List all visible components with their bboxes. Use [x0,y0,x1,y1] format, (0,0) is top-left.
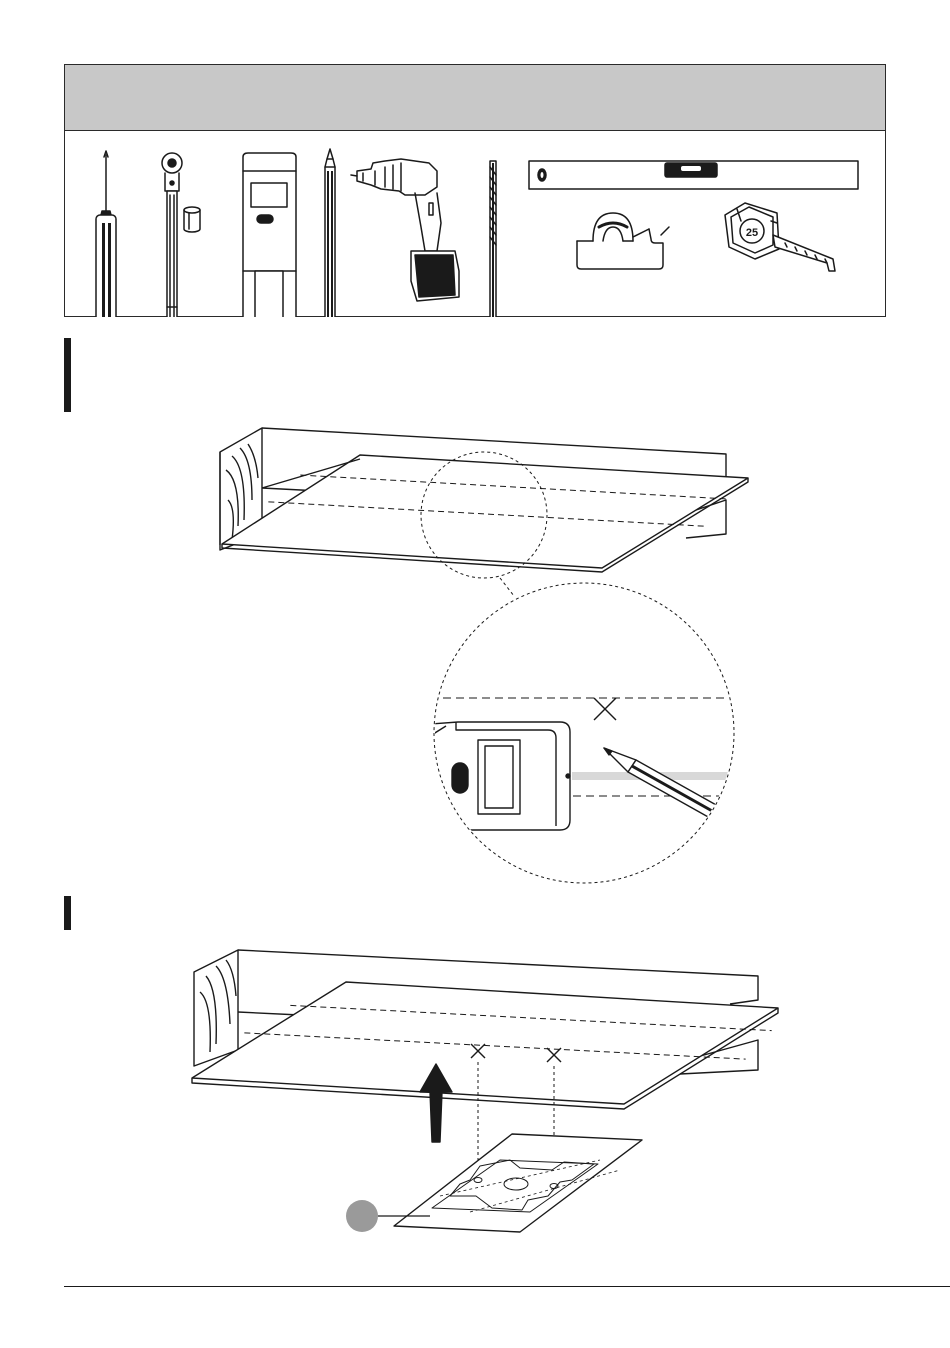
callout-badge [346,1200,378,1232]
mounting-template-sheet [394,1134,642,1232]
footer-rule [64,1286,950,1287]
